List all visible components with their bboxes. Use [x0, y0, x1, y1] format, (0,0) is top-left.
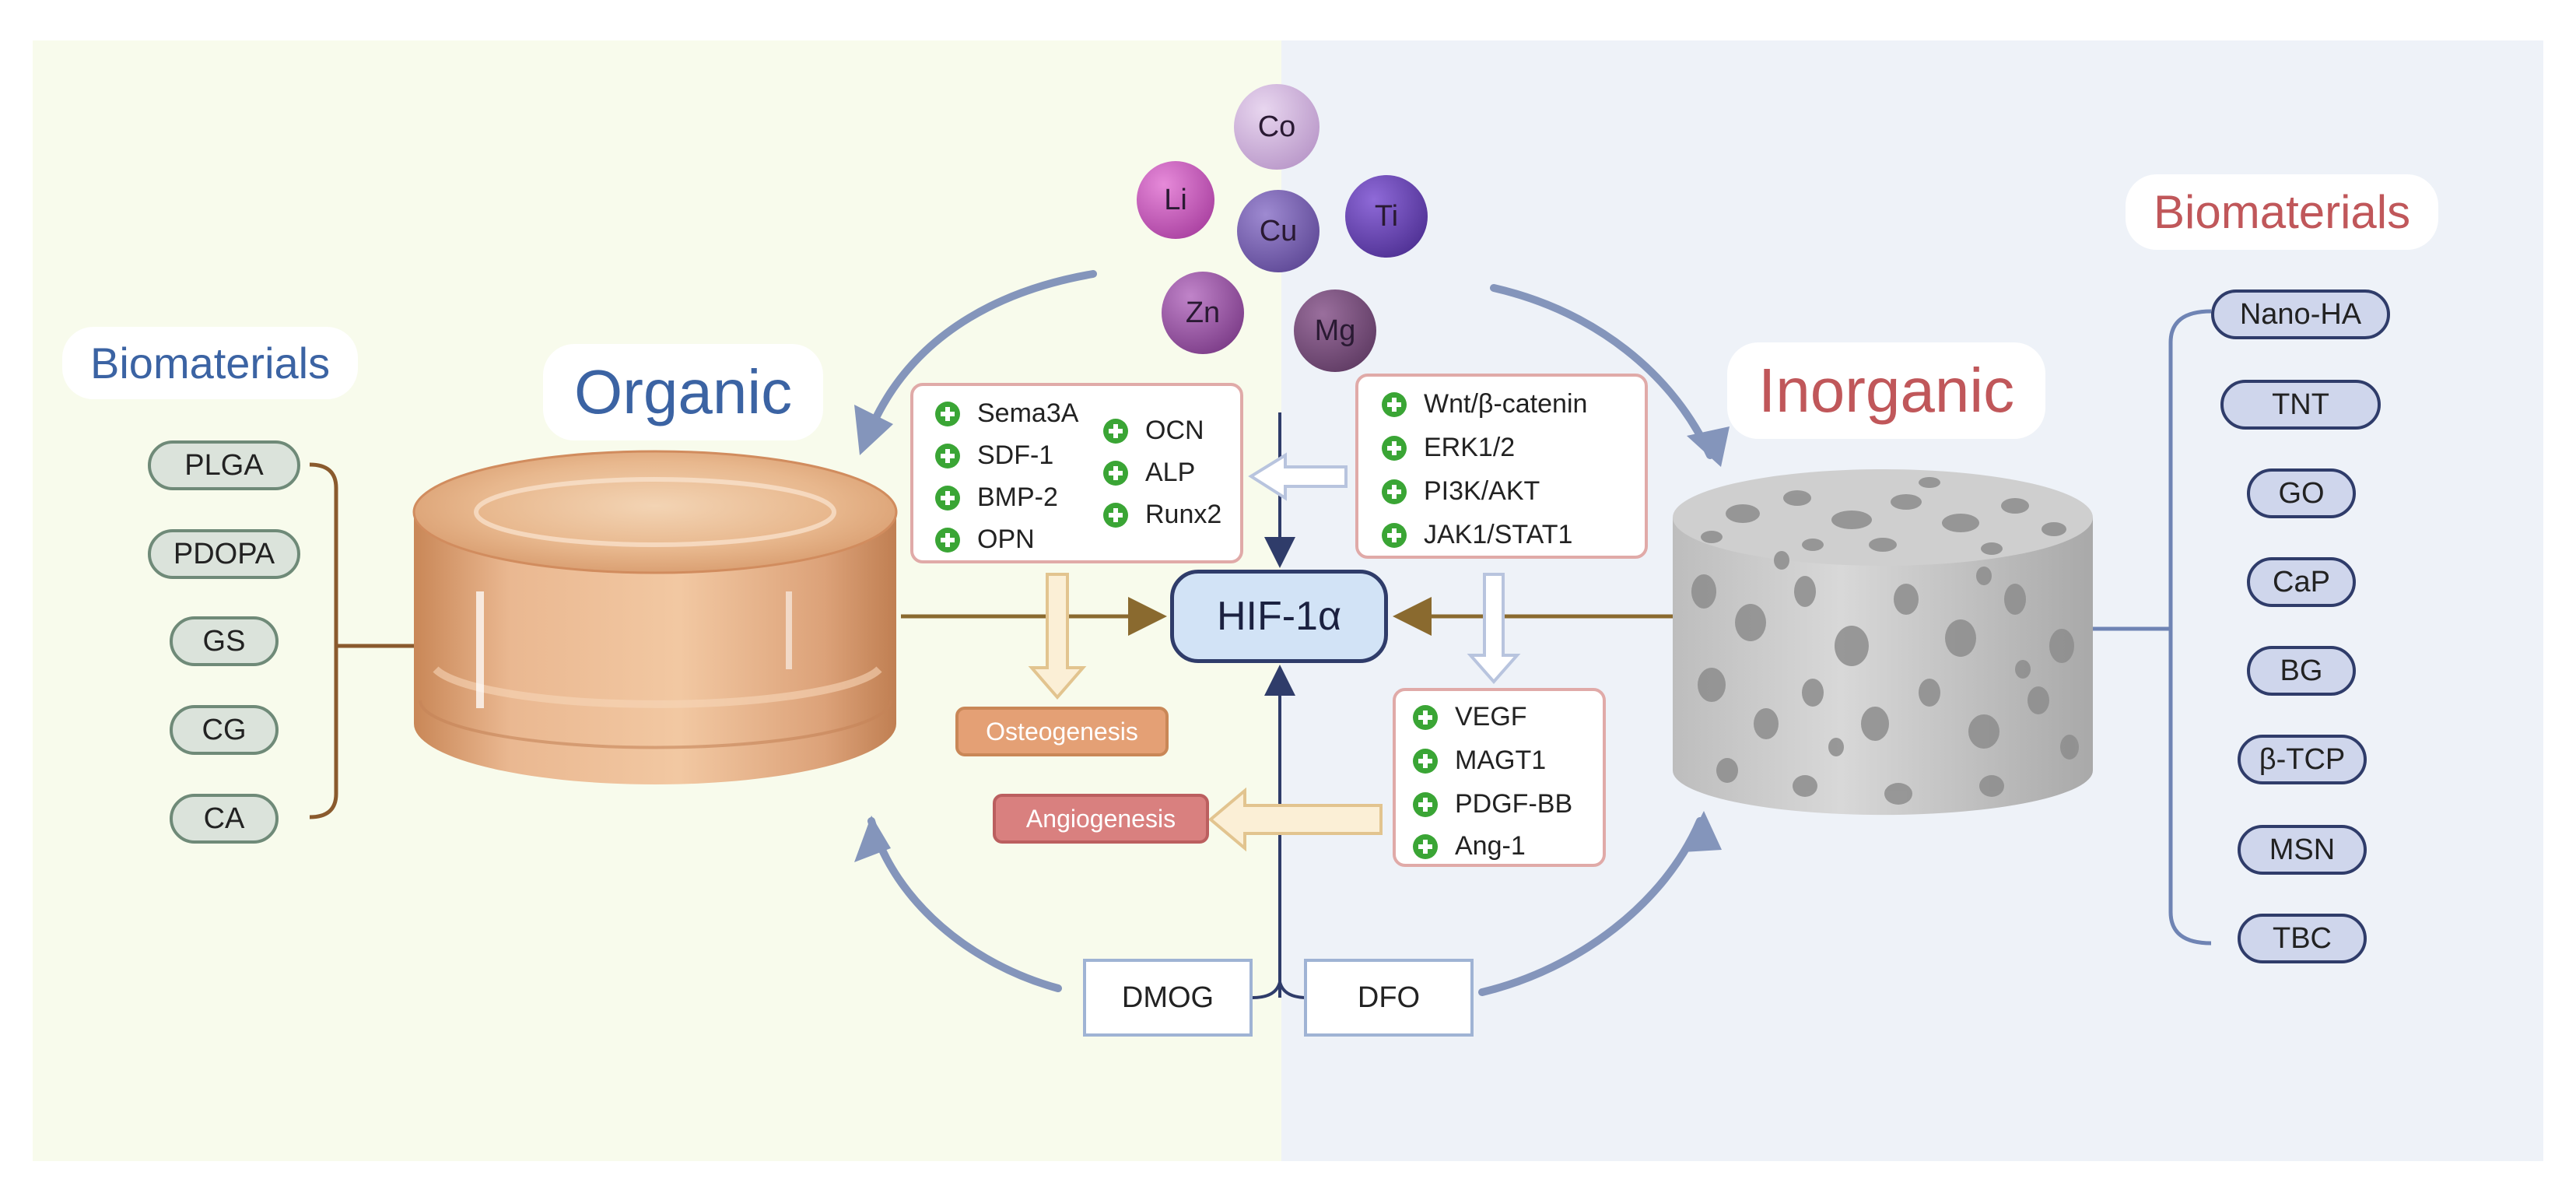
material-pill-gs: GS	[170, 616, 279, 666]
plus-icon	[1103, 460, 1128, 486]
osteogenesis-label: Osteogenesis	[955, 707, 1169, 756]
pathway-item-erk: ERK1/2	[1382, 433, 1515, 463]
plus-icon	[1382, 391, 1407, 417]
factor-label: Runx2	[1145, 500, 1222, 529]
pathway-item-wnt: Wnt/β-catenin	[1382, 389, 1587, 419]
factor-item-bmp2: BMP-2	[935, 482, 1058, 513]
pathway-item-jak: JAK1/STAT1	[1382, 520, 1572, 550]
angiogenic-factor-box: VEGF MAGT1 PDGF-BB Ang-1	[1393, 688, 1606, 867]
ion-zn: Zn	[1185, 296, 1221, 329]
factor-label: Ang-1	[1455, 831, 1526, 861]
factor-item-vegf: VEGF	[1413, 702, 1527, 732]
plus-icon	[1103, 418, 1128, 444]
organic-biomaterials-heading: Biomaterials	[62, 327, 359, 399]
factor-label: BMP-2	[977, 482, 1058, 512]
ion-ti: Ti	[1374, 199, 1399, 233]
factor-item-ocn: OCN	[1103, 416, 1204, 446]
plus-icon	[1382, 522, 1407, 548]
factor-item-ang1: Ang-1	[1413, 831, 1526, 861]
factor-label: PDGF-BB	[1455, 789, 1573, 819]
organic-title: Organic	[543, 344, 824, 440]
plus-icon	[935, 485, 960, 511]
factor-item-magt1: MAGT1	[1413, 746, 1546, 776]
material-pill-pdopa: PDOPA	[148, 529, 300, 579]
factor-label: VEGF	[1455, 702, 1527, 732]
factor-label: MAGT1	[1455, 746, 1547, 775]
factor-label: SDF-1	[977, 440, 1054, 470]
plus-icon	[1382, 435, 1407, 461]
material-pill-go: GO	[2247, 468, 2356, 518]
material-pill-plga: PLGA	[148, 440, 300, 490]
plus-icon	[1413, 833, 1438, 859]
pathway-label: ERK1/2	[1424, 433, 1516, 462]
factor-item-runx2: Runx2	[1103, 500, 1221, 530]
factor-item-opn: OPN	[935, 525, 1035, 555]
ion-li: Li	[1164, 183, 1187, 216]
factor-label: Sema3A	[977, 398, 1079, 428]
pathway-label: Wnt/β-catenin	[1424, 389, 1588, 419]
material-pill-bg: BG	[2247, 646, 2356, 696]
pathway-box: Wnt/β-catenin ERK1/2 PI3K/AKT JAK1/STAT1	[1355, 374, 1648, 559]
ion-cu: Cu	[1259, 214, 1298, 247]
factor-label: OCN	[1145, 416, 1204, 445]
factor-label: OPN	[977, 525, 1035, 554]
ion-co: Co	[1257, 110, 1296, 143]
factor-label: ALP	[1145, 458, 1196, 487]
hif-1a-node: HIF-1α	[1170, 570, 1388, 663]
plus-icon	[935, 443, 960, 468]
material-pill-nano-ha: Nano-HA	[2211, 289, 2390, 339]
inorganic-biomaterials-heading: Biomaterials	[2126, 174, 2439, 250]
material-pill-ca: CA	[170, 794, 279, 844]
factor-item-sema3a: Sema3A	[935, 398, 1078, 429]
material-pill-cg: CG	[170, 705, 279, 755]
plus-icon	[935, 527, 960, 553]
ion-mg: Mg	[1314, 314, 1356, 347]
material-pill-beta-tcp: β-TCP	[2238, 735, 2367, 784]
angiogenesis-label: Angiogenesis	[993, 794, 1209, 844]
factor-item-pdgf-bb: PDGF-BB	[1413, 789, 1572, 819]
plus-icon	[1103, 502, 1128, 528]
inorganic-title: Inorganic	[1727, 342, 2046, 439]
pathway-label: PI3K/AKT	[1424, 476, 1540, 506]
material-pill-cap: CaP	[2247, 557, 2356, 607]
plus-icon	[1382, 479, 1407, 504]
pathway-item-pi3k: PI3K/AKT	[1382, 476, 1540, 507]
pathway-label: JAK1/STAT1	[1424, 520, 1573, 549]
material-pill-tbc: TBC	[2238, 914, 2367, 963]
dmog-box: DMOG	[1083, 959, 1253, 1037]
plus-icon	[1413, 791, 1438, 817]
plus-icon	[1413, 748, 1438, 774]
factor-item-alp: ALP	[1103, 458, 1195, 488]
dfo-box: DFO	[1304, 959, 1474, 1037]
material-pill-msn: MSN	[2238, 825, 2367, 875]
osteogenic-factor-box: Sema3A SDF-1 BMP-2 OPN OCN ALP Runx2	[910, 383, 1243, 563]
plus-icon	[1413, 704, 1438, 730]
material-pill-tnt: TNT	[2220, 380, 2381, 430]
factor-item-sdf1: SDF-1	[935, 440, 1053, 471]
plus-icon	[935, 401, 960, 426]
